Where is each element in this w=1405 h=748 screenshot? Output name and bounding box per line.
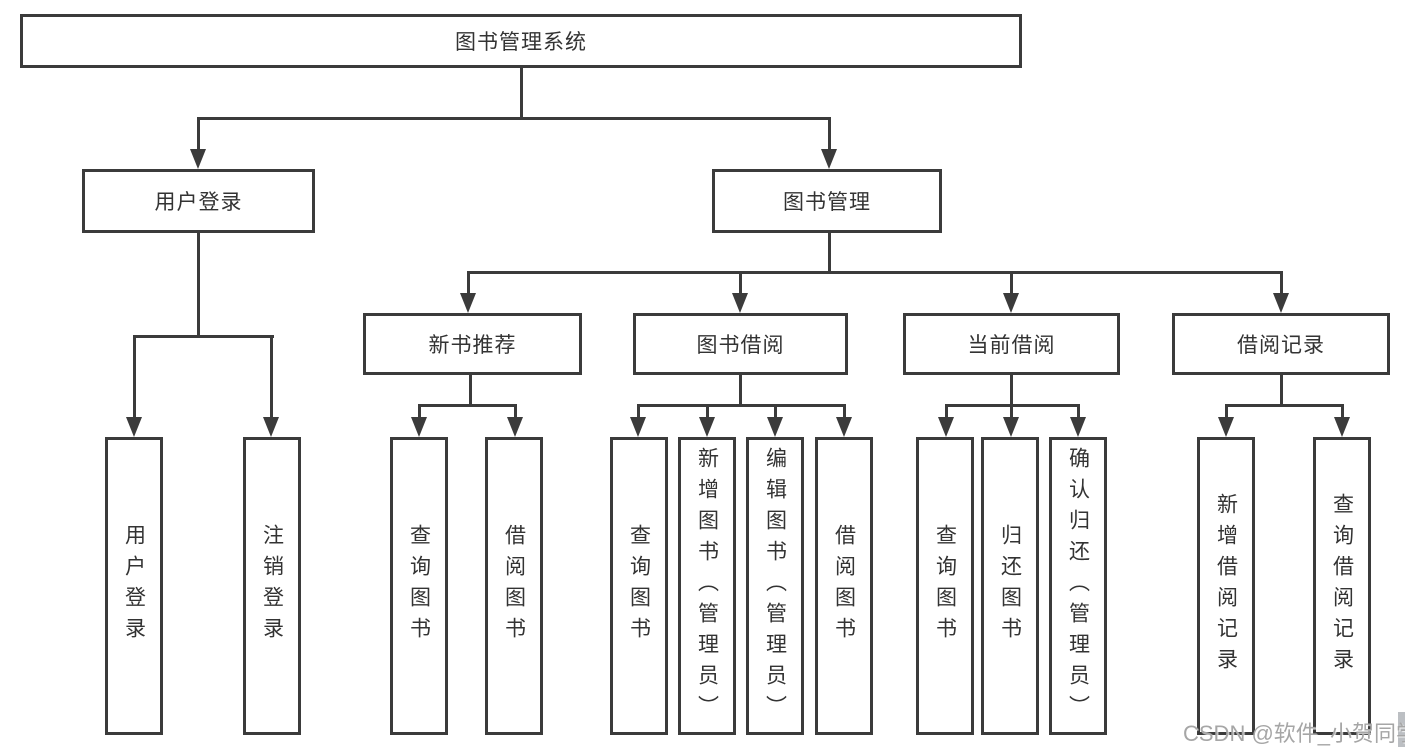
arrow-down-cb-confirm <box>1070 417 1086 437</box>
node-root-system: 图书管理系统 <box>20 14 1022 68</box>
connector-drop-user-login <box>197 117 200 153</box>
connector-drop-bb-add <box>706 404 709 420</box>
arrow-down-recommend-borrow <box>507 417 523 437</box>
arrow-down-rec-add <box>1218 417 1234 437</box>
node-user-login-label: 用户登录 <box>154 191 243 214</box>
connector-drop-rec-query <box>1341 404 1344 420</box>
arrow-down-bb-add <box>699 417 715 437</box>
arrow-down-current-borrow <box>1003 293 1019 313</box>
node-borrow-records-label: 借阅记录 <box>1237 334 1325 357</box>
leaf-borrow-edit-books-admin-label: 编辑图书（管理员） <box>763 446 787 726</box>
leaf-current-query-books: 查询图书 <box>916 437 974 735</box>
leaf-recommend-borrow-books-label: 借阅图书 <box>502 524 526 648</box>
leaf-recommend-query-books: 查询图书 <box>390 437 448 735</box>
leaf-records-add-record: 新增借阅记录 <box>1197 437 1255 735</box>
connector-book-management-rail <box>467 271 1283 274</box>
arrow-down-recommend-query <box>411 417 427 437</box>
connector-root-rail <box>197 117 831 120</box>
connector-book-management-stem <box>828 233 831 274</box>
node-current-borrow-label: 当前借阅 <box>967 334 1056 357</box>
connector-drop-leaf-user-login <box>133 335 136 421</box>
node-user-login: 用户登录 <box>82 169 315 233</box>
node-book-borrow: 图书借阅 <box>633 313 848 375</box>
connector-drop-cb-return <box>1010 404 1013 420</box>
leaf-logout: 注销登录 <box>243 437 301 735</box>
connector-drop-bb-query <box>637 404 640 420</box>
arrow-down-cb-return <box>1003 417 1019 437</box>
connector-drop-rec-add <box>1225 404 1228 420</box>
connector-root-stem <box>520 68 523 118</box>
arrow-down-leaf-logout <box>263 417 279 437</box>
connector-drop-borrow-records <box>1280 271 1283 297</box>
connector-book-borrow-rail <box>637 404 845 407</box>
node-new-book-recommend: 新书推荐 <box>363 313 582 375</box>
arrow-down-book-management <box>821 149 837 169</box>
csdn-watermark: CSDN @软件_小贺同学 <box>1183 721 1405 746</box>
connector-drop-current-borrow <box>1010 271 1013 297</box>
connector-drop-leaf-logout <box>270 335 273 421</box>
connector-user-login-rail <box>133 335 274 338</box>
connector-user-login-stem <box>197 233 200 336</box>
connector-drop-recommend-borrow <box>514 404 517 420</box>
arrow-down-bb-borrow <box>836 417 852 437</box>
node-root-label: 图书管理系统 <box>455 31 587 54</box>
leaf-records-query-record: 查询借阅记录 <box>1313 437 1371 735</box>
leaf-borrow-borrow-books: 借阅图书 <box>815 437 873 735</box>
connector-drop-new-book-recommend <box>467 271 470 297</box>
connector-drop-bb-borrow <box>843 404 846 420</box>
leaf-current-return-books: 归还图书 <box>981 437 1039 735</box>
leaf-user-login-label: 用户登录 <box>122 524 146 648</box>
leaf-borrow-add-books-admin: 新增图书（管理员） <box>678 437 736 735</box>
leaf-recommend-borrow-books: 借阅图书 <box>485 437 543 735</box>
connector-drop-book-borrow <box>739 271 742 297</box>
connector-current-stem <box>1010 375 1013 406</box>
leaf-borrow-add-books-admin-label: 新增图书（管理员） <box>695 446 719 726</box>
arrow-down-borrow-records <box>1273 293 1289 313</box>
connector-drop-book-management <box>828 117 831 153</box>
node-new-book-recommend-label: 新书推荐 <box>428 334 517 357</box>
leaf-borrow-query-books: 查询图书 <box>610 437 668 735</box>
leaf-user-login: 用户登录 <box>105 437 163 735</box>
connector-book-borrow-stem <box>739 375 742 406</box>
connector-records-rail <box>1225 404 1343 407</box>
node-current-borrow: 当前借阅 <box>903 313 1120 375</box>
node-book-management-label: 图书管理 <box>783 191 871 214</box>
leaf-borrow-edit-books-admin: 编辑图书（管理员） <box>746 437 804 735</box>
watermark-edge-strip <box>1398 712 1405 747</box>
arrow-down-book-borrow <box>732 293 748 313</box>
leaf-borrow-query-books-label: 查询图书 <box>627 524 651 648</box>
leaf-current-query-books-label: 查询图书 <box>933 524 957 648</box>
leaf-logout-label: 注销登录 <box>260 524 284 648</box>
node-book-borrow-label: 图书借阅 <box>696 334 785 357</box>
arrow-down-new-book-recommend <box>460 293 476 313</box>
node-borrow-records: 借阅记录 <box>1172 313 1390 375</box>
leaf-records-add-record-label: 新增借阅记录 <box>1214 493 1238 679</box>
connector-recommend-rail <box>418 404 517 407</box>
arrow-down-rec-query <box>1334 417 1350 437</box>
connector-drop-cb-query <box>945 404 948 420</box>
node-book-management: 图书管理 <box>712 169 942 233</box>
connector-drop-cb-confirm <box>1077 404 1080 420</box>
arrow-down-bb-edit <box>767 417 783 437</box>
leaf-current-confirm-return-admin-label: 确认归还（管理员） <box>1066 446 1090 726</box>
arrow-down-user-login <box>190 149 206 169</box>
leaf-current-return-books-label: 归还图书 <box>998 524 1022 648</box>
arrow-down-cb-query <box>938 417 954 437</box>
arrow-down-leaf-user-login <box>126 417 142 437</box>
connector-drop-bb-edit <box>774 404 777 420</box>
connector-records-stem <box>1280 375 1283 406</box>
leaf-borrow-borrow-books-label: 借阅图书 <box>832 524 856 648</box>
leaf-records-query-record-label: 查询借阅记录 <box>1330 493 1354 679</box>
connector-drop-recommend-query <box>418 404 421 420</box>
connector-recommend-stem <box>469 375 472 406</box>
leaf-recommend-query-books-label: 查询图书 <box>407 524 431 648</box>
arrow-down-bb-query <box>630 417 646 437</box>
leaf-current-confirm-return-admin: 确认归还（管理员） <box>1049 437 1107 735</box>
